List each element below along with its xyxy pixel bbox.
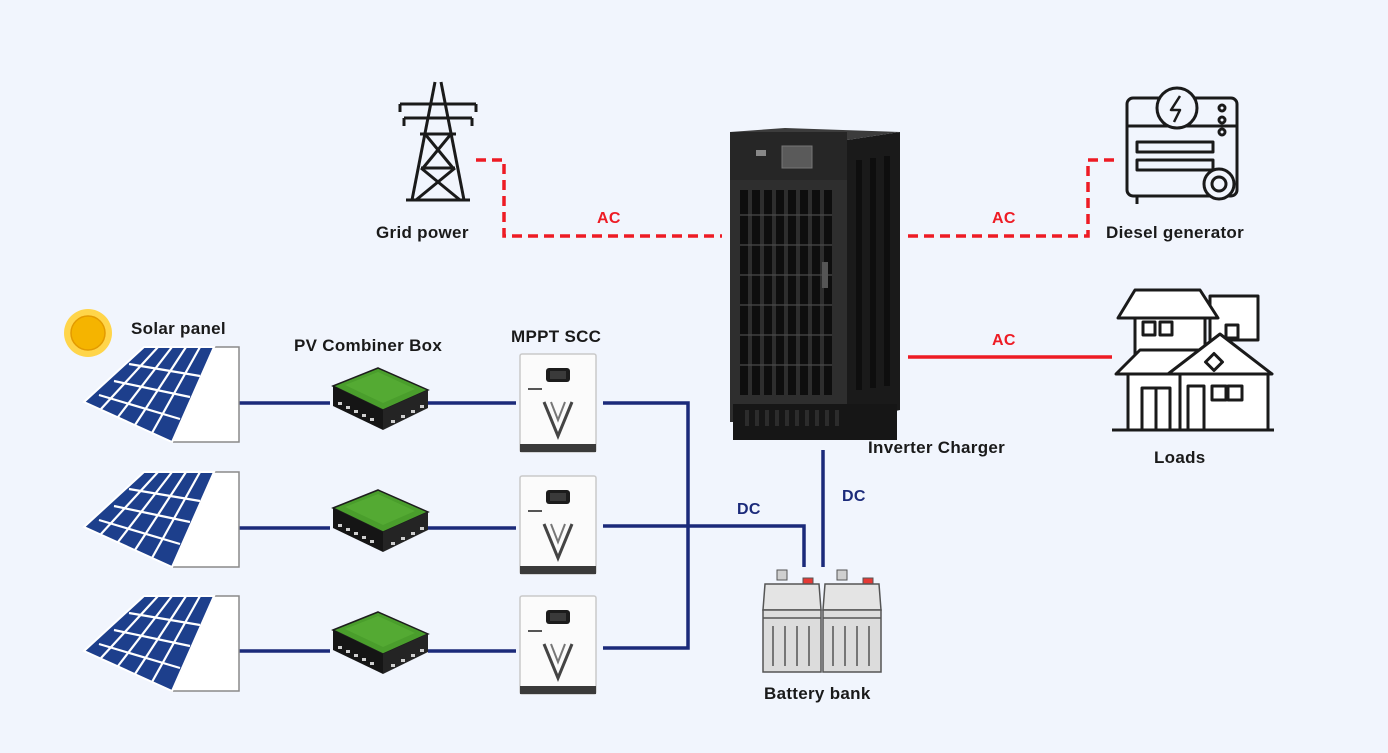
generator-icon (1125, 86, 1239, 204)
ac-label-generator: AC (992, 210, 1016, 227)
loads-label: Loads (1154, 448, 1206, 467)
combiner-box-1 (332, 367, 429, 431)
ac-label-loads: AC (992, 332, 1016, 349)
battery-icon-2 (822, 569, 882, 673)
grid-power-label: Grid power (376, 223, 469, 242)
solar-panel-3 (82, 594, 241, 693)
inverter-cabinet (730, 128, 900, 440)
pv-combiner-box-label: PV Combiner Box (294, 336, 443, 355)
solar-panel-label: Solar panel (131, 319, 226, 338)
transmission-tower-icon (398, 81, 478, 202)
ac-line-generator (908, 158, 1116, 238)
mppt-scc-label: MPPT SCC (511, 327, 602, 346)
battery-bank-label: Battery bank (764, 684, 871, 703)
battery-icon (762, 569, 822, 673)
solar-panel-2 (82, 470, 241, 569)
ac-label-grid: AC (597, 210, 621, 227)
sun-icon (64, 309, 112, 357)
mppt-scc-2 (518, 474, 598, 576)
dc-lines (238, 401, 825, 653)
combiner-box-3 (332, 611, 429, 675)
ac-line-grid (476, 158, 722, 238)
mppt-scc-3 (518, 594, 598, 696)
dc-label-scc: DC (737, 501, 761, 518)
inverter-charger-label: Inverter Charger (868, 438, 1006, 457)
house-icon (1112, 288, 1274, 432)
solar-panel-1 (82, 345, 241, 444)
diesel-generator-label: Diesel generator (1106, 223, 1245, 242)
dc-label-inverter: DC (842, 488, 866, 505)
mppt-scc-1 (518, 352, 598, 454)
combiner-box-2 (332, 489, 429, 553)
